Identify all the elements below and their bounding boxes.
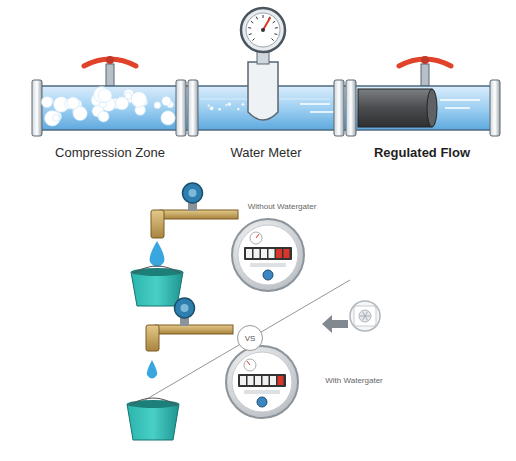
bubble: [218, 108, 221, 111]
pipe: [32, 8, 500, 136]
bubble: [98, 111, 109, 122]
bubble: [41, 97, 52, 108]
counter-wheel: [278, 376, 284, 385]
bubble: [98, 89, 112, 103]
watergater-device: [322, 301, 380, 333]
counter-wheel: [255, 376, 261, 385]
counter-wheel: [248, 376, 254, 385]
bubble: [161, 111, 175, 125]
bubble: [162, 96, 171, 105]
counter-wheel: [276, 249, 282, 258]
bubble: [225, 104, 227, 106]
counter-wheel: [240, 376, 246, 385]
meter-without: [232, 219, 304, 291]
bubble: [228, 102, 231, 105]
bubble: [125, 92, 132, 99]
faucet-without: [131, 183, 238, 306]
bubble: [53, 115, 60, 122]
counter-wheel: [246, 249, 252, 258]
flow-label: Regulated Flow: [374, 145, 470, 160]
faucet-with: [127, 298, 233, 440]
bubble: [208, 105, 210, 107]
bubble: [242, 103, 245, 106]
counter-wheel: [263, 376, 269, 385]
meter-with: [226, 346, 298, 418]
counter-wheel: [270, 376, 276, 385]
bubble: [44, 110, 60, 126]
meter-label: Water Meter: [230, 145, 301, 160]
bubble: [154, 102, 161, 109]
counter-wheel: [269, 249, 275, 258]
counter-wheel: [254, 249, 260, 258]
without-caption: Without Watergater: [248, 202, 317, 211]
bubble: [210, 106, 214, 110]
bubble: [131, 92, 146, 107]
zone-label: Compression Zone: [55, 145, 165, 160]
counter-wheel: [284, 249, 290, 258]
bubble: [237, 108, 239, 110]
vs-text: VS: [245, 334, 256, 343]
vs-circle: VS: [237, 325, 263, 351]
counter-wheel: [261, 249, 267, 258]
bubble: [67, 97, 79, 109]
with-caption: With Watergater: [325, 376, 383, 385]
